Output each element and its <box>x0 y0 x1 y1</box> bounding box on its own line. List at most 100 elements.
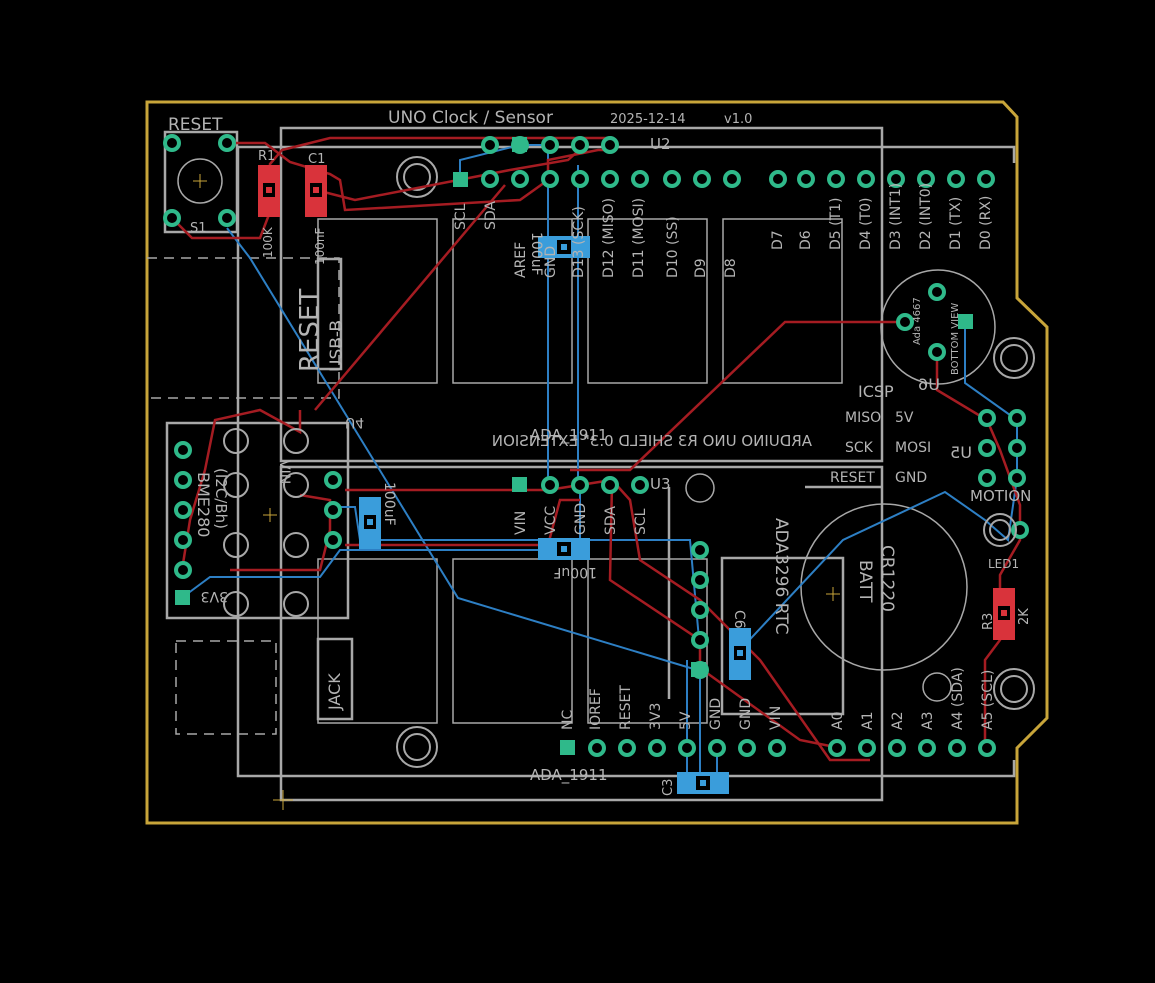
module-block-1 <box>317 218 438 384</box>
bme280-hole <box>223 591 249 617</box>
digital-pin-label: D1 (TX) <box>948 197 964 250</box>
origin-cross-2 <box>826 587 840 601</box>
header-pad <box>631 170 649 188</box>
analog-pin-label: A4 (SDA) <box>950 667 966 730</box>
u2-pin-label: D12 (MISO) <box>601 198 617 278</box>
board-version: v1.0 <box>724 112 752 127</box>
pir-pad <box>896 313 914 331</box>
u2-pin-label: D13 (SCK) <box>571 206 587 278</box>
header-pad <box>571 170 589 188</box>
reset-big-label: RESET <box>295 289 325 372</box>
header-pad <box>723 170 741 188</box>
reset-switch-pad <box>163 209 181 227</box>
pir-pad <box>928 283 946 301</box>
mount-hole-3 <box>993 668 1035 710</box>
bottom-trace-1 <box>226 227 698 671</box>
rtc-pad-sq <box>691 662 706 677</box>
c1-smd <box>305 165 327 217</box>
rtc-pad <box>691 631 709 649</box>
pir-label: Ada 4667 <box>912 297 923 345</box>
icsp-pin-label: GND <box>895 470 927 486</box>
r1-label: R1 <box>258 149 275 164</box>
top-trace-12 <box>230 493 332 572</box>
u2-top-pad <box>481 136 499 154</box>
c-rtc-smd <box>729 628 751 680</box>
u3-pin1-pad <box>512 477 527 492</box>
c3-label: C3 <box>661 779 676 796</box>
u3-pin-label: SDA <box>603 506 619 535</box>
u3-pad <box>571 476 589 494</box>
u2-label: U2 <box>650 135 671 153</box>
header-pad <box>857 170 875 188</box>
u2-top-pad <box>541 136 559 154</box>
bottom-trace-4 <box>739 323 1018 651</box>
bme280-hole <box>283 472 309 498</box>
c1-label: C1 <box>308 152 325 167</box>
top-trace-10 <box>345 498 580 547</box>
reset-switch-cap <box>177 158 223 204</box>
analog-pin-label: A5 (SCL) <box>980 670 996 730</box>
top-trace-5 <box>570 320 905 472</box>
motion-label: MOTION <box>970 487 1031 505</box>
c1-value: 100nF <box>313 227 327 265</box>
mount-hole-4 <box>396 726 438 768</box>
bme-vin-label: VIN <box>276 460 292 484</box>
icsp-pin-label: MISO <box>845 410 881 426</box>
digital-pin-label: D6 <box>798 230 814 250</box>
board-date: 2025-12-14 <box>610 112 686 127</box>
scl-pad-sq <box>453 172 468 187</box>
c-bme-smd <box>359 497 381 549</box>
bottom-header-pad <box>948 739 966 757</box>
bme280-hole <box>283 532 309 558</box>
reset-switch-label: RESET <box>168 115 223 135</box>
icsp-pad <box>1008 469 1026 487</box>
header-pad <box>977 170 995 188</box>
power-pin-label: NC <box>560 710 576 730</box>
u2-pin-label: GND <box>543 246 559 278</box>
bottom-header-pad <box>768 739 786 757</box>
u2-top-pad <box>601 136 619 154</box>
bottom-header-pad <box>918 739 936 757</box>
icsp-pad <box>978 409 996 427</box>
bottom-header-pad <box>978 739 996 757</box>
usb-keepout <box>147 257 340 399</box>
bme280-pad <box>174 501 192 519</box>
header-pad <box>947 170 965 188</box>
s1-label: S1 <box>190 221 207 236</box>
c-bme-value: 100uF <box>381 482 397 526</box>
rtc-pad <box>691 571 709 589</box>
icsp-pin-label: MOSI <box>895 440 931 456</box>
bme280-hole <box>223 532 249 558</box>
icsp-pad <box>978 469 996 487</box>
bme280-hole <box>283 591 309 617</box>
u3-pad <box>601 476 619 494</box>
digital-pin-label: D2 (INT0) <box>918 183 934 250</box>
analog-pin-label: A1 <box>860 712 876 730</box>
digital-pin-label: D3 (INT1) <box>888 183 904 250</box>
bme-3v3-label: 3V3 <box>201 588 228 604</box>
mount-hole-2 <box>993 337 1035 379</box>
power-pin-label: IOREF <box>588 688 604 730</box>
u3-pin-label: SCL <box>633 508 649 535</box>
top-trace-11 <box>608 482 841 750</box>
bottom-header-pad <box>648 739 666 757</box>
usb-b-label: USB-B <box>327 320 347 372</box>
reset-switch-outline <box>163 130 239 234</box>
u6-label: U6 <box>918 375 940 394</box>
pir-pad <box>928 343 946 361</box>
c-top-smd <box>538 236 590 258</box>
bottom-header-pad <box>708 739 726 757</box>
bme280-hole <box>223 428 249 454</box>
icsp-pin-label: 5V <box>895 410 914 426</box>
top-trace-1 <box>171 136 611 240</box>
bme-addr-label: (I2C/Bh) <box>212 468 230 529</box>
c-rtc-label: C6 <box>731 610 747 629</box>
header-pad <box>481 170 499 188</box>
reset-switch-pad <box>218 209 236 227</box>
bme-pad-sq <box>175 590 190 605</box>
origin-cross-3 <box>273 790 293 810</box>
rtc-pad <box>691 541 709 559</box>
top-trace-3 <box>315 144 586 202</box>
mount-hole-1 <box>396 156 438 198</box>
